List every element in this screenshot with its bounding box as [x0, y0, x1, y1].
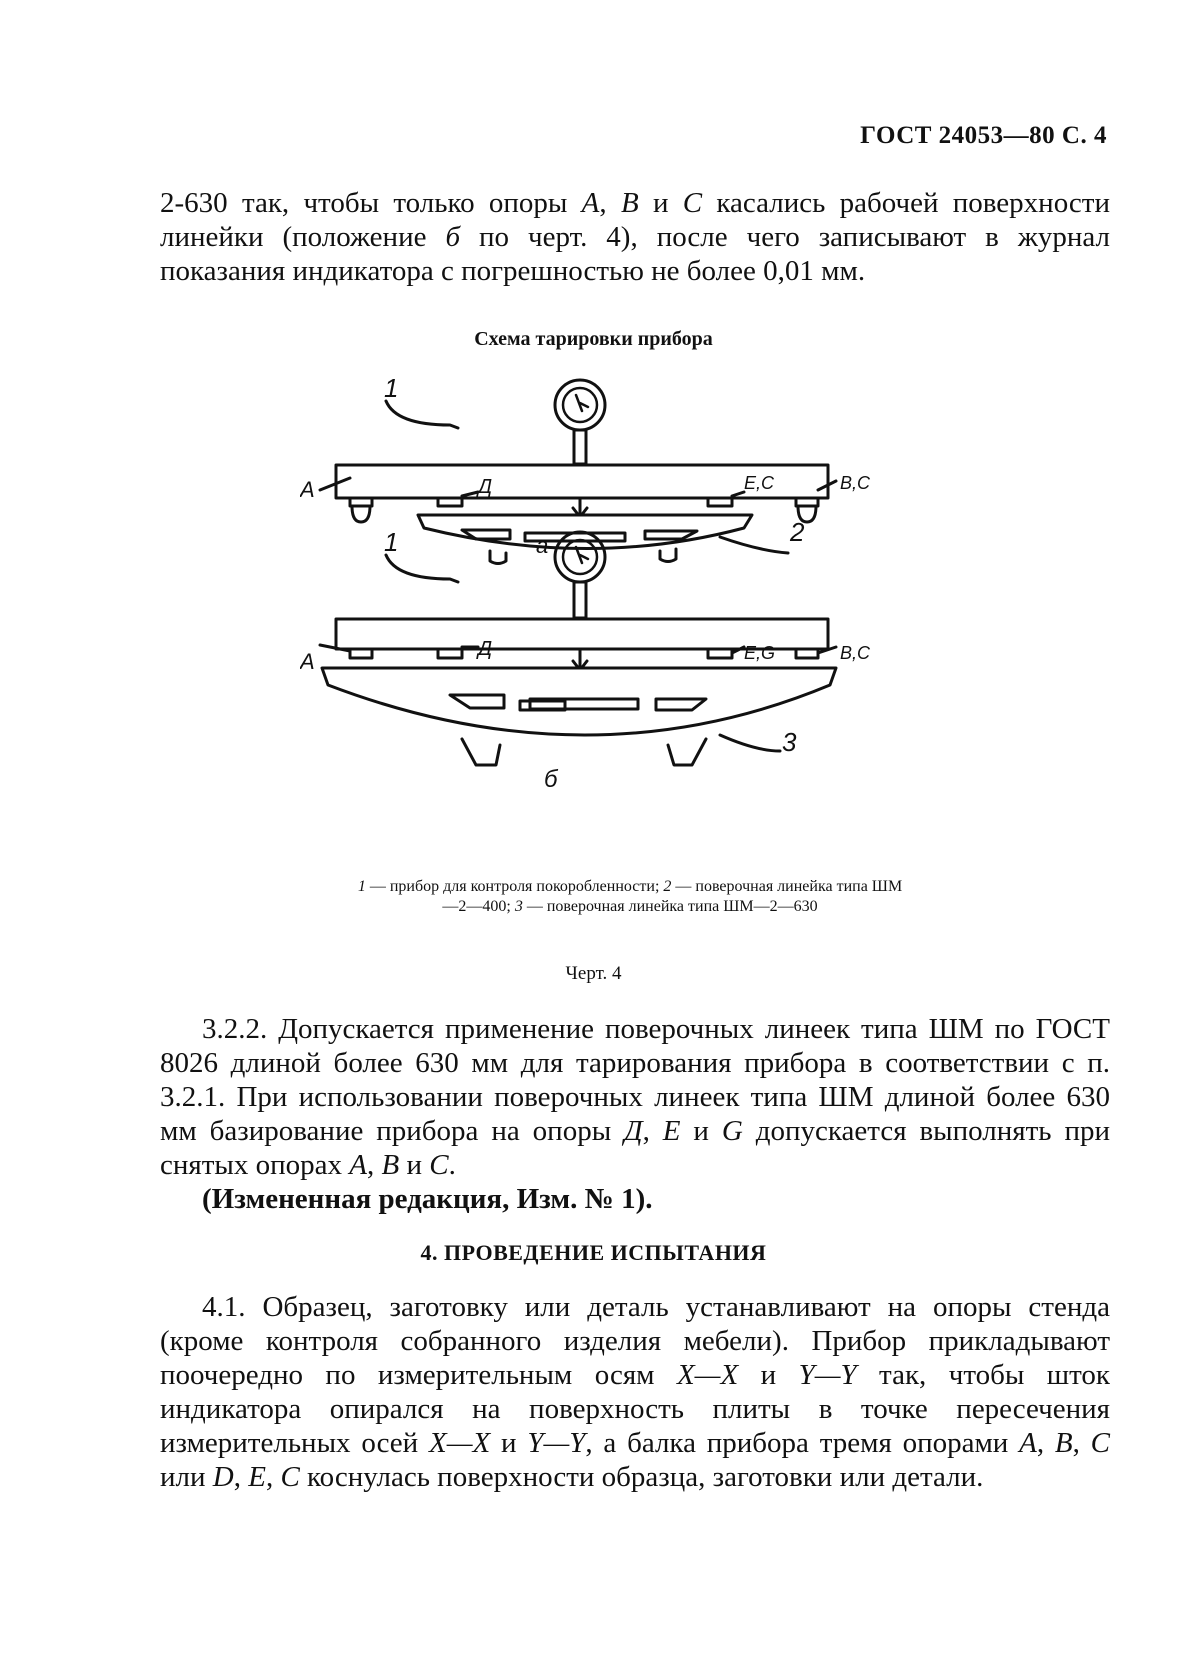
label-1-top: 1: [384, 373, 398, 403]
label-position-b: б: [544, 766, 559, 793]
support-letter-a: А: [581, 187, 600, 219]
figure-legend: 1 — прибор для контроля покоробленности;…: [350, 877, 910, 917]
text-span: и: [680, 1115, 722, 1147]
page-header: ГОСТ 24053—80 С. 4: [860, 122, 1107, 149]
text-span: ,: [1072, 1427, 1091, 1459]
support-letter-c: С: [429, 1149, 449, 1181]
support-letter-g: G: [721, 1115, 743, 1147]
axis-y: Y—Y: [798, 1359, 857, 1391]
text-span: 3.2.2. Допускается применение поверочных…: [160, 1013, 1110, 1147]
text-span: и: [638, 187, 683, 219]
position-letter: б: [445, 221, 461, 253]
label-eg-bottom: Е,G: [744, 643, 775, 663]
text-span: ,: [599, 187, 621, 219]
text-span: , а балка прибора тремя опорами: [585, 1427, 1020, 1459]
label-1-bottom: 1: [384, 527, 398, 557]
amendment-note: (Измененная редакция, Изм. № 1).: [202, 1183, 653, 1215]
paragraph-3-2-1-continuation: 2-630 так, чтобы только опоры А, В и С к…: [160, 186, 1110, 288]
label-bc-top: В,С: [840, 473, 871, 493]
calibration-diagram: 1 А Д Е,С В,С 2 а 1 А Д Е,G В,С 3 б: [300, 373, 871, 793]
legend-text: — поверочная линейка типа ШМ—2—400;: [442, 878, 903, 915]
text-span: и: [738, 1359, 799, 1391]
legend-number: 2: [663, 878, 672, 895]
text-span: допускается выполнять при снятых опорах: [160, 1115, 1110, 1181]
legend-text: — прибор для контроля покоробленности;: [365, 878, 664, 895]
text-span: ,: [265, 1461, 281, 1493]
ruler-3-shm-630: [320, 666, 838, 737]
legend-text: — поверочная линейка типа ШМ—2—630: [522, 898, 818, 915]
label-bc-bottom: В,С: [840, 643, 871, 663]
text-span: и: [490, 1427, 528, 1459]
axis-x: X—X: [676, 1359, 739, 1391]
support-letter-a: А: [349, 1149, 367, 1181]
label-a-top: А: [300, 477, 315, 502]
figure-title: Схема тарировки прибора: [474, 328, 713, 350]
text-span: 4.1. Образец, заготовку или деталь устан…: [160, 1291, 1110, 1391]
instrument-beam-top: [334, 463, 830, 500]
support-letter-e: Е: [248, 1461, 266, 1493]
text-span: ,: [642, 1115, 663, 1147]
support-letter-e: Е: [662, 1115, 681, 1147]
label-2: 2: [789, 517, 805, 547]
support-letter-b: В: [1054, 1427, 1073, 1459]
text-span: и: [399, 1149, 430, 1181]
support-letter-c: С: [682, 187, 703, 219]
support-letter-d: Д: [624, 1115, 643, 1147]
axis-y: Y—Y: [527, 1427, 586, 1459]
axis-x: X—X: [428, 1427, 491, 1459]
text-span: ,: [1036, 1427, 1055, 1459]
paragraph-4-1: 4.1. Образец, заготовку или деталь устан…: [160, 1290, 1110, 1494]
legend-number: 1: [357, 878, 366, 895]
text-span: ,: [367, 1149, 382, 1181]
text-span: касались рабочей поверхности линейки (по…: [160, 187, 1110, 253]
instrument-beam-bottom: [334, 617, 830, 651]
legend-number: 3: [514, 898, 523, 915]
text-span: ,: [233, 1461, 249, 1493]
support-letter-b: В: [620, 187, 639, 219]
figure-number: Черт. 4: [565, 963, 622, 984]
label-d-bottom: Д: [476, 638, 492, 660]
label-3: 3: [782, 727, 797, 757]
support-letter-c: С: [1090, 1427, 1110, 1459]
support-letter-c: С: [280, 1461, 300, 1493]
text-span: или: [160, 1461, 213, 1493]
label-d-top: Д: [476, 476, 492, 498]
label-a-bottom: А: [300, 649, 315, 674]
text-span: .: [448, 1149, 456, 1181]
support-letter-b: В: [381, 1149, 400, 1181]
text-span: коснулась поверхности образца, заготовки…: [299, 1461, 984, 1493]
section-4-heading: 4. ПРОВЕДЕНИЕ ИСПЫТАНИЯ: [420, 1240, 767, 1265]
label-position-a: а: [536, 533, 548, 558]
support-letter-d: D: [212, 1461, 234, 1493]
paragraph-3-2-2: 3.2.2. Допускается применение поверочных…: [160, 1012, 1110, 1216]
label-ec-top: Е,С: [744, 473, 775, 493]
support-letter-a: А: [1019, 1427, 1037, 1459]
text-span: 2-630 так, чтобы только опоры: [160, 187, 582, 219]
text-span: так, чтобы шток индикатора опирался на п…: [160, 1359, 1110, 1459]
text-span: по черт. 4), после чего записывают в жур…: [160, 221, 1111, 287]
